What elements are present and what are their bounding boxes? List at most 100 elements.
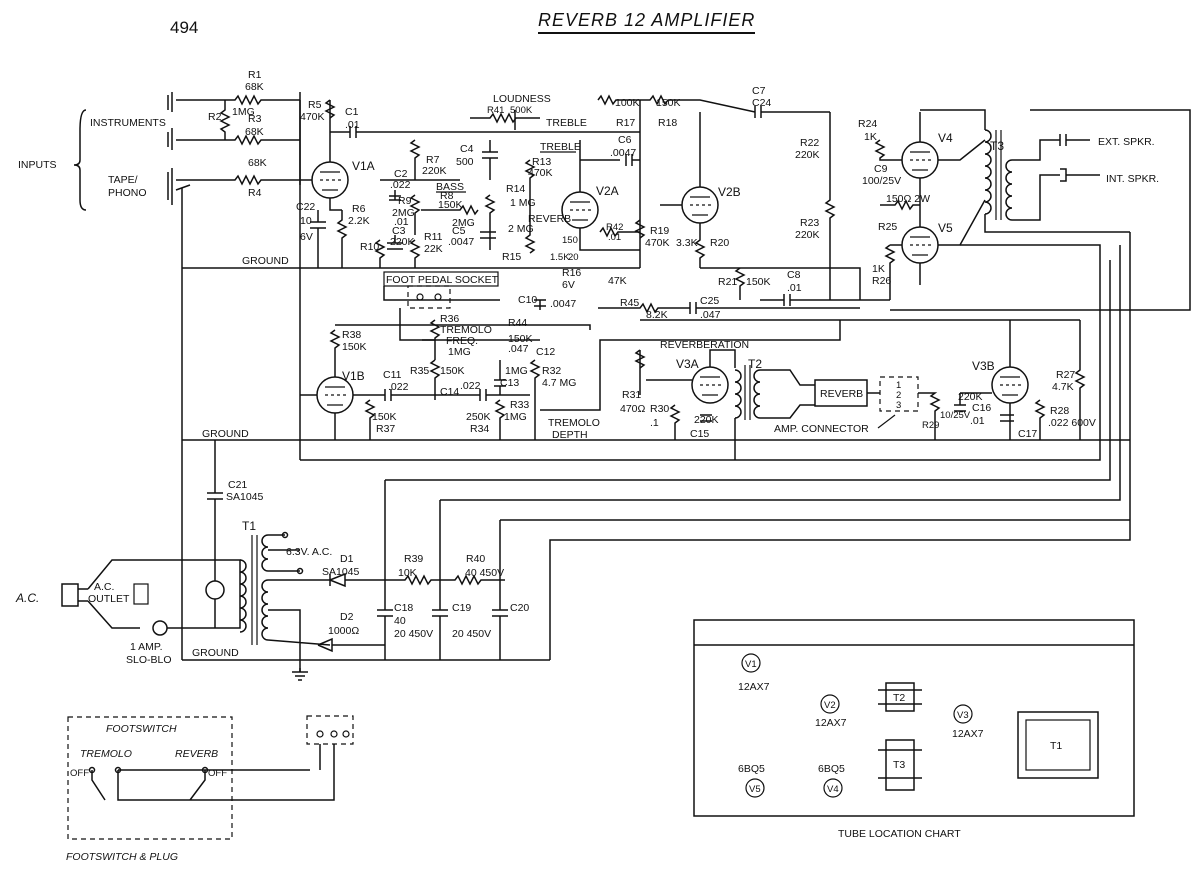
c12-value: .047 xyxy=(508,343,529,355)
c19-value: 20 450V xyxy=(452,628,491,640)
v2b-stage: V2B R19 470K 3.3K R20 R21 150K C8 .01 R2… xyxy=(518,112,890,321)
t2-label: T2 xyxy=(748,357,762,371)
d2-ref: D2 xyxy=(340,611,354,623)
r34-value: 250K xyxy=(466,411,491,423)
r33-ref: R33 xyxy=(510,399,529,411)
c2-value: .022 xyxy=(390,179,411,191)
r37-ref: R37 xyxy=(376,423,395,435)
v5-tube xyxy=(901,226,939,264)
r36-value: 1MG xyxy=(448,346,471,358)
c10-ref: C10 xyxy=(518,294,537,306)
r26-value: 1K xyxy=(872,263,885,275)
ac-outlet-label-2: OUTLET xyxy=(88,593,130,605)
r2-value: 1MG xyxy=(232,106,255,118)
r25-value: 150Ω 2W xyxy=(886,193,930,205)
bass-label: BASS xyxy=(436,181,464,193)
v4-label: V4 xyxy=(938,131,953,145)
r8-ref: R8 xyxy=(440,190,454,202)
reverb-ctl-label: REVERB xyxy=(528,213,571,225)
r35-ref: R35 xyxy=(410,365,429,377)
fuse-label-2: SLO-BLO xyxy=(126,654,172,666)
ac-outlet-label-1: A.C. xyxy=(94,581,114,593)
chart-v3: V3 xyxy=(957,710,969,721)
r22-ref: R22 xyxy=(800,137,819,149)
v1a-label: V1A xyxy=(352,159,375,173)
r8-value: 150K xyxy=(438,199,463,211)
fs-off-label-2: OFF xyxy=(208,768,227,779)
c21-ref: C21 xyxy=(228,479,247,491)
amp-connector-label: AMP. CONNECTOR xyxy=(774,423,869,435)
t1-label: T1 xyxy=(242,519,256,533)
c17-ref: C17 xyxy=(1018,428,1037,440)
b-plus-drops xyxy=(299,92,641,460)
t3-label: T3 xyxy=(990,139,1004,153)
c3-value: .01 xyxy=(394,216,409,228)
r5-ref: R5 xyxy=(308,99,322,111)
r38-ref: R38 xyxy=(342,329,361,341)
r15-ref: R15 xyxy=(502,251,521,263)
rail-2 xyxy=(385,260,1111,481)
c23-voltage: 20 xyxy=(568,252,579,263)
r29-value: 10/25V xyxy=(940,410,971,421)
r30-ref: R30 xyxy=(650,403,669,415)
c15-value: 220K xyxy=(694,414,719,426)
r42-ref: R42 xyxy=(606,222,623,233)
tremolo-freq-label-1: TREMOLO xyxy=(440,324,492,336)
footswitch: FOOTSWITCH TREMOLO REVERB OFF OFF FOOTSW… xyxy=(66,715,354,863)
r27-value: 4.7K xyxy=(1052,381,1074,393)
v2b-tube xyxy=(681,186,719,224)
chart-v5-type: 6BQ5 xyxy=(738,763,765,775)
r19-ref: R19 xyxy=(650,225,669,237)
d1-ref: D1 xyxy=(340,553,354,565)
r17-value: 100K xyxy=(615,97,640,109)
c20-ref: C20 xyxy=(510,602,529,614)
r11-value: 22K xyxy=(424,243,443,255)
v1a-stage: V1A R5 470K C1 .01 R6 2.2K C22 10 6V xyxy=(296,99,640,268)
r31-value: 470Ω xyxy=(620,403,646,415)
c24-ref: 47K xyxy=(608,275,627,287)
c8-value: .01 xyxy=(787,282,802,294)
r33-value: 1MG xyxy=(504,411,527,423)
chart-v4-type: 6BQ5 xyxy=(818,763,845,775)
r1-ref: R1 xyxy=(248,69,262,81)
c13-value: 1MG xyxy=(505,365,528,377)
r10-ref: R10 xyxy=(360,241,379,253)
v1b-tremolo-stage: V1B R38 150K R36 TREMOLO FREQ. 1MG R35 1… xyxy=(300,313,841,441)
c1-ref: C1 xyxy=(345,106,359,118)
tone-stack: C2 .022 R7 220K C4 500 BASS R9 2MG R8 15… xyxy=(360,93,587,268)
chart-t1: T1 xyxy=(1050,740,1062,752)
r11-ref: R11 xyxy=(424,231,443,243)
r23-ref: R23 xyxy=(800,217,819,229)
tremolo-depth-label-2: DEPTH xyxy=(552,429,588,441)
fuse-label-1: 1 AMP. xyxy=(130,641,163,653)
tube-location-chart: V1 12AX7 V2 12AX7 V3 12AX7 6BQ5 V5 6BQ5 … xyxy=(693,619,1135,840)
c18-value-1: 40 xyxy=(394,615,406,627)
r42-value: .01 xyxy=(608,232,621,243)
r26-ref: R26 xyxy=(872,275,891,287)
r16-value: 6V xyxy=(562,279,575,291)
footswitch-caption: FOOTSWITCH & PLUG xyxy=(66,851,178,863)
r41-ref: R41 xyxy=(487,105,504,116)
r20-value: 3.3K xyxy=(676,237,698,249)
r45-ref: R45 xyxy=(620,297,639,309)
r36-ref: R36 xyxy=(440,313,459,325)
r18-ref: R18 xyxy=(658,117,677,129)
v3a-label: V3A xyxy=(676,357,699,371)
input-section: INPUTS INSTRUMENTS TAPE/ PHONO R1 68K R2… xyxy=(18,69,301,268)
r20-ref: R20 xyxy=(710,237,729,249)
c25-ref: C25 xyxy=(700,295,719,307)
r12-value: 2MG xyxy=(452,217,475,229)
c25-value: .047 xyxy=(700,309,721,321)
c16-value: .01 xyxy=(970,415,985,427)
r29-ref: R29 xyxy=(922,420,939,431)
phono-label: PHONO xyxy=(108,187,147,199)
d1-value: SA1045 xyxy=(322,566,360,578)
r17-ref: R17 xyxy=(616,117,635,129)
r18-value: 150K xyxy=(656,97,681,109)
tube-chart-caption: TUBE LOCATION CHART xyxy=(838,828,961,840)
r13-value: 470K xyxy=(528,167,553,179)
r32-value: 4.7 MG xyxy=(542,377,576,389)
r25-ref: R25 xyxy=(878,221,897,233)
